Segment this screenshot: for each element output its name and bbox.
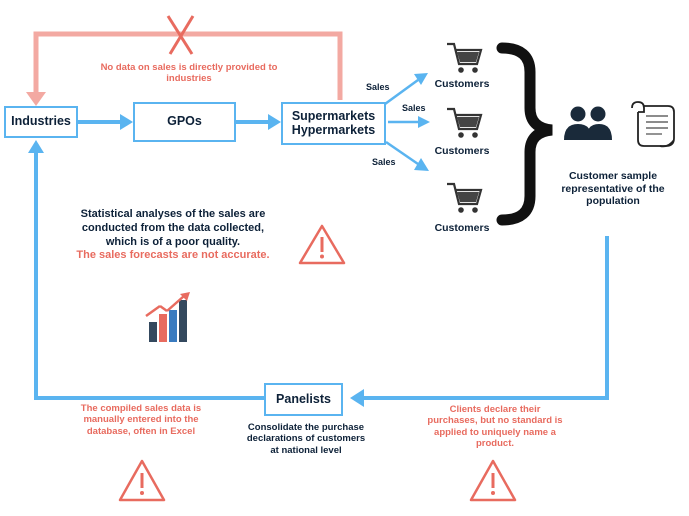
gpos-label: GPOs	[167, 114, 202, 129]
consolidate-note: Consolidate the purchase declarations of…	[225, 422, 387, 456]
flow-arrow-industries-gpos	[78, 114, 133, 130]
gpos-box[interactable]: GPOs	[133, 102, 236, 142]
flow-arrow-panelists-industries	[28, 140, 264, 400]
supermarkets-label: Supermarkets	[291, 108, 376, 123]
clients-declare-note: Clients declare their purchases, but no …	[402, 404, 588, 450]
statistical-analyses-note: Statistical analyses of the sales are co…	[45, 208, 301, 263]
compiled-line-1: The compiled sales data is	[80, 403, 202, 414]
supermarkets-hypermarkets-box[interactable]: Supermarkets Hypermarkets	[281, 102, 386, 145]
stats-line-1: Statistical analyses of the sales are	[80, 208, 266, 220]
compiled-line-3: database, often in Excel	[86, 425, 196, 437]
flow-arrow-sample-panelists	[350, 236, 609, 407]
warning-icon	[298, 224, 346, 265]
sample-line-2: representative of the	[561, 182, 665, 195]
sales-arrow-bottom	[385, 140, 429, 171]
panelists-box[interactable]: Panelists	[264, 383, 343, 416]
no-data-line-2: industries	[166, 73, 212, 85]
sales-label-bottom: Sales	[372, 157, 396, 167]
stats-line-2: conducted from the data collected,	[81, 221, 265, 234]
cart-icon	[447, 107, 483, 138]
clients-line-3: applied to uniquely name a	[434, 426, 556, 438]
sales-label-top: Sales	[366, 82, 390, 92]
compiled-line-2: manually entered into the	[83, 414, 199, 426]
customers-label-3: Customers	[434, 222, 490, 234]
customer-sample-note: Customer sample representative of the po…	[548, 170, 678, 208]
stats-warning: The sales forecasts are not accurate.	[76, 249, 270, 262]
consolidate-line-2: declarations of customers	[246, 433, 366, 445]
warning-icon	[469, 459, 517, 502]
industries-label: Industries	[11, 114, 71, 129]
consolidate-line-3: at national level	[270, 444, 342, 456]
panelists-label: Panelists	[276, 391, 331, 406]
consolidate-line-1: Consolidate the purchase	[247, 422, 365, 433]
no-data-loop-arrow	[26, 31, 343, 106]
industries-box[interactable]: Industries	[4, 106, 78, 138]
clients-line-1: Clients declare their	[449, 404, 541, 415]
no-data-note: No data on sales is directly provided to…	[66, 62, 312, 85]
cross-icon	[166, 15, 195, 55]
customers-label-1: Customers	[434, 78, 490, 90]
sales-label-middle: Sales	[402, 103, 426, 113]
sample-line-1: Customer sample	[568, 170, 658, 182]
hypermarkets-label: Hypermarkets	[291, 122, 376, 137]
warning-icon	[118, 459, 166, 502]
clients-line-4: product.	[476, 438, 514, 450]
flow-arrow-gpos-supermarkets	[236, 114, 281, 130]
scroll-icon	[631, 101, 675, 148]
cart-icon	[447, 182, 483, 213]
sales-arrow-middle	[388, 116, 430, 128]
users-icon	[564, 106, 612, 140]
cart-icon	[447, 42, 483, 73]
sample-line-3: population	[586, 195, 640, 208]
sales-arrow-top	[384, 73, 428, 106]
no-data-line-1: No data on sales is directly provided to	[100, 62, 278, 73]
clients-line-2: purchases, but no standard is	[427, 415, 563, 427]
customers-label-2: Customers	[434, 145, 490, 157]
stats-line-3: which is of a poor quality.	[105, 235, 241, 248]
compiled-data-note: The compiled sales data is manually ente…	[60, 403, 222, 437]
brace-icon	[496, 42, 553, 226]
bar-chart-icon	[145, 292, 190, 342]
